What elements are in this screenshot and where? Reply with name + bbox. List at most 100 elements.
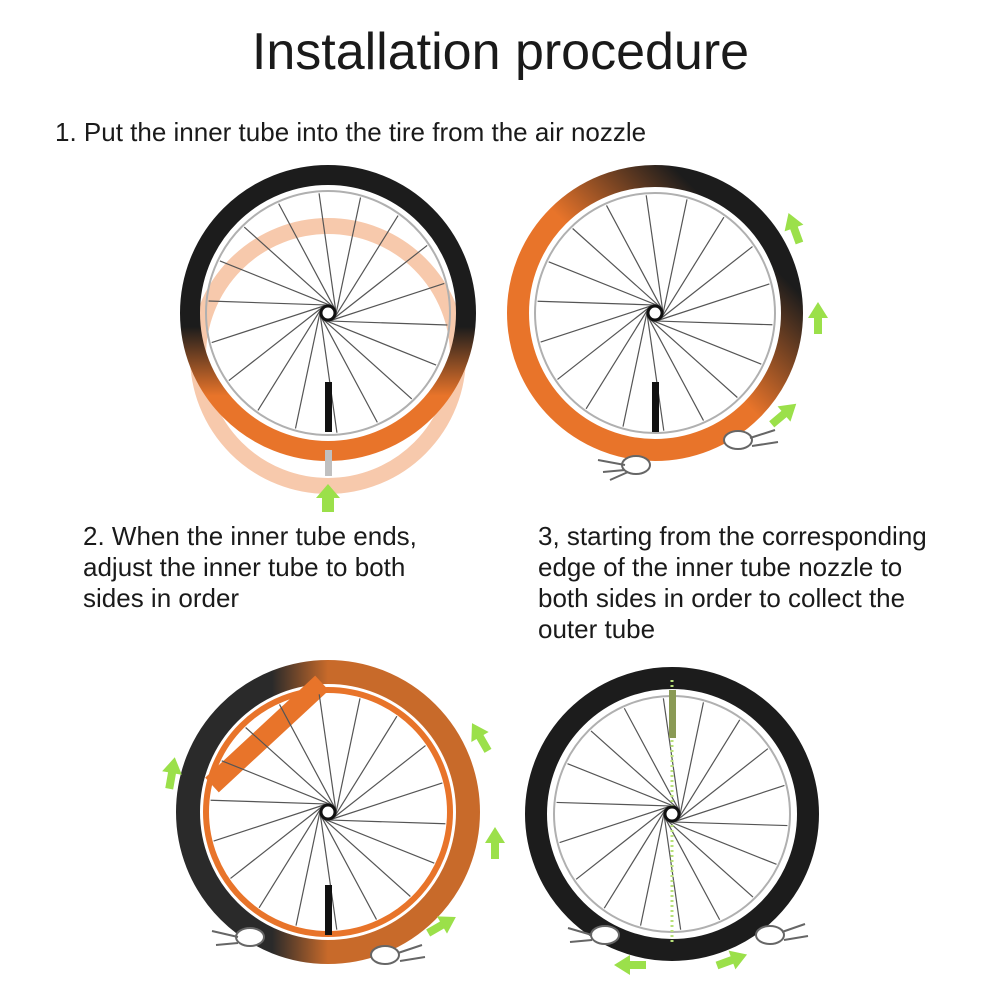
spoke — [575, 806, 668, 880]
spoke — [654, 320, 773, 326]
hand-icon — [755, 923, 809, 945]
spoke — [677, 719, 741, 819]
spoke — [321, 817, 411, 897]
step-3-line: edge of the inner tube nozzle to — [538, 552, 903, 582]
spoke — [603, 809, 667, 909]
spoke — [662, 199, 688, 316]
spoke — [324, 319, 437, 366]
spoke — [319, 313, 338, 433]
spoke — [278, 203, 336, 310]
spoke — [320, 815, 378, 920]
step-2-line: adjust the inner tube to both — [83, 552, 406, 582]
spoke — [329, 282, 445, 322]
spoke — [320, 316, 378, 423]
step-2-line: sides in order — [83, 583, 240, 613]
spokes — [210, 694, 446, 930]
spoke — [663, 814, 682, 930]
arrow-icon — [808, 302, 828, 334]
spoke — [673, 784, 785, 823]
valve-icon — [325, 382, 332, 432]
wheel-figure-4 — [525, 667, 819, 975]
hand-icon — [211, 927, 265, 947]
spoke — [664, 817, 721, 921]
spokes — [556, 698, 788, 930]
arrow-icon — [614, 955, 646, 975]
hub — [663, 805, 681, 823]
spoke — [548, 261, 659, 307]
spoke — [333, 215, 399, 318]
spoke — [556, 801, 673, 807]
spoke — [540, 304, 654, 343]
tire-ring — [507, 165, 803, 461]
valve-icon — [325, 885, 332, 935]
spoke — [324, 818, 435, 864]
spoke — [659, 246, 753, 321]
spoke — [329, 782, 443, 821]
spoke — [257, 308, 323, 411]
spoke — [567, 763, 676, 808]
spoke — [651, 319, 762, 365]
spoke — [211, 304, 327, 344]
spoke — [605, 205, 663, 310]
spoke — [557, 305, 651, 380]
spoke — [590, 730, 679, 809]
spoke — [221, 760, 332, 806]
spoke — [660, 216, 725, 318]
wheel-figure-3 — [162, 660, 505, 965]
hub — [646, 304, 664, 322]
spoke — [335, 698, 361, 815]
arrow-icon — [485, 827, 505, 859]
spoke — [537, 300, 656, 306]
spoke — [647, 316, 705, 421]
spoke — [210, 799, 329, 805]
spoke — [318, 193, 337, 313]
wheel-figure-2 — [507, 165, 828, 481]
tire-ring — [176, 660, 480, 964]
spoke — [335, 197, 362, 316]
spoke — [295, 809, 321, 926]
valve-icon — [669, 690, 676, 738]
step-1-text: 1. Put the inner tube into the tire from… — [55, 117, 647, 147]
arrow-icon — [162, 757, 182, 790]
step-3-line: both sides in order to collect the — [538, 583, 906, 613]
spoke — [321, 318, 413, 400]
spoke — [258, 807, 323, 909]
wheel-figure-1 — [180, 165, 476, 512]
spoke — [668, 820, 777, 865]
hub — [319, 803, 337, 821]
valve-stem — [325, 450, 332, 476]
arrow-icon — [426, 916, 456, 937]
arrow-icon — [769, 403, 797, 428]
step-3-text: 3, starting from the corresponding edge … — [538, 521, 978, 645]
spoke — [219, 260, 332, 307]
hand-icon — [723, 429, 779, 450]
spoke — [213, 803, 327, 842]
tire-ring — [525, 667, 819, 961]
spoke — [656, 283, 770, 322]
spoke — [679, 702, 705, 817]
arrow-icon — [471, 723, 492, 753]
arrow-icon — [784, 212, 804, 245]
spoke — [278, 704, 336, 809]
spoke — [230, 804, 324, 879]
step-2-text: 2. When the inner tube ends, adjust the … — [83, 521, 503, 614]
valve-icon — [652, 382, 659, 432]
hand-icon — [370, 944, 426, 965]
spoke — [319, 812, 338, 930]
page-title: Installation procedure — [251, 23, 750, 81]
spoke — [645, 195, 664, 313]
arrow-icon — [715, 950, 748, 970]
spoke — [623, 707, 680, 811]
hand-icon — [597, 455, 651, 481]
hub — [319, 304, 337, 322]
spoke — [327, 819, 446, 825]
spoke — [332, 244, 428, 321]
spoke — [332, 745, 426, 820]
spoke — [327, 320, 448, 326]
spoke — [622, 310, 648, 427]
spoke — [676, 748, 769, 822]
spoke — [665, 819, 754, 898]
inner-tube-strip — [205, 675, 329, 793]
rim-ring — [205, 190, 451, 436]
spoke — [639, 811, 665, 926]
